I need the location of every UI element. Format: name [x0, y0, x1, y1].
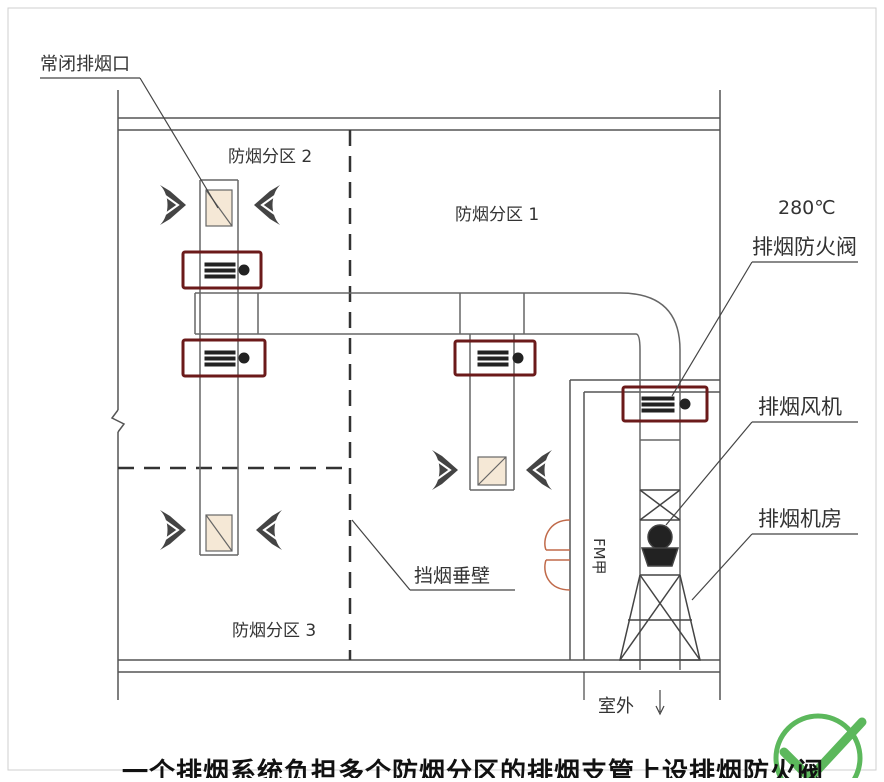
exhaust-fan-label: 排烟风机 — [758, 395, 842, 419]
smoke-barrier-lines — [118, 130, 352, 660]
damper-mechanisms — [204, 262, 691, 413]
fan-room-label: 排烟机房 — [758, 507, 842, 531]
fire-dampers — [181, 250, 709, 423]
ducts — [194, 179, 681, 670]
fire-damper-label: 排烟防火阀 — [752, 235, 857, 259]
zone-1-label: 防烟分区 1 — [455, 205, 539, 225]
smoke-barrier-label: 挡烟垂壁 — [414, 565, 490, 587]
caption-text: 一个排烟系统负担多个防烟分区的排烟支管上设排烟防火阀 — [122, 758, 825, 778]
smoke-outlets — [205, 189, 507, 552]
fire-door — [544, 519, 571, 591]
exhaust-fan — [619, 489, 701, 661]
zone-2-label: 防烟分区 2 — [228, 147, 312, 167]
zone-3-label: 防烟分区 3 — [232, 621, 316, 641]
fm-door-label: FM甲 — [590, 538, 608, 575]
leader-lines — [40, 77, 858, 716]
diagram-caption: 一个排烟系统负担多个防烟分区的排烟支管上设排烟防火阀 — [0, 748, 884, 778]
outdoor-label: 室外 — [598, 696, 634, 717]
normally-closed-outlet-label: 常闭排烟口 — [40, 54, 130, 75]
building-walls — [110, 90, 721, 700]
smoke-flow-arrow-icon — [159, 184, 553, 551]
temperature-label: 280℃ — [778, 197, 836, 219]
